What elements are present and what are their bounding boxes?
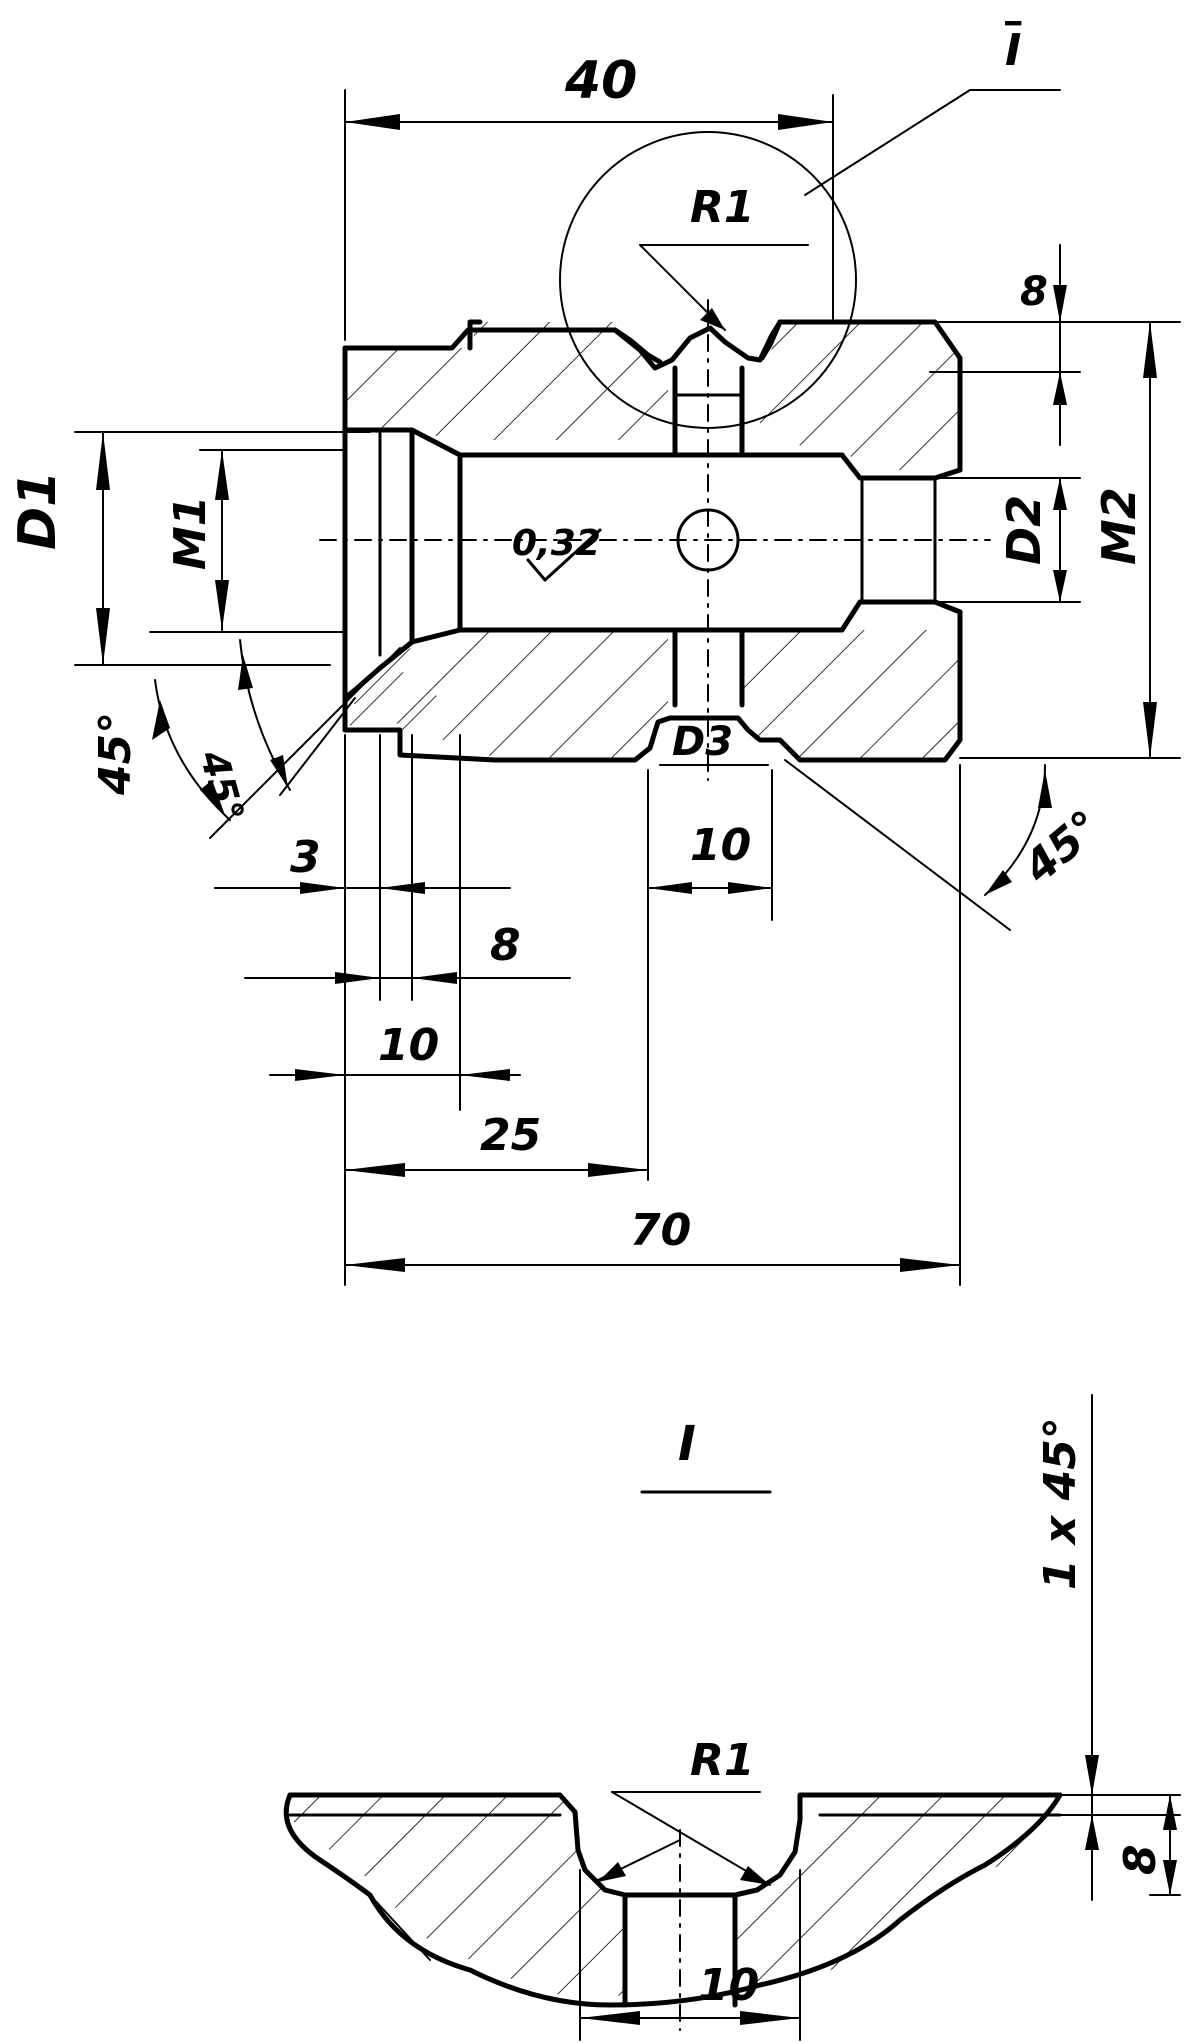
dim-label-70: 70	[630, 1205, 691, 1256]
main-view: I 40 R1 8 D1 M1 0,32 D2 M2 D3 45° 45° 45…	[8, 25, 1181, 1286]
detail-depth-label: 8	[1115, 1844, 1166, 1875]
section-marker: I	[1005, 25, 1021, 76]
dim-label-r1: R1	[690, 182, 755, 233]
dim-label-d3: D3	[672, 719, 733, 765]
detail-title: I	[678, 1416, 696, 1472]
detail-chamfer-label: 1 x 45°	[1035, 1417, 1086, 1590]
dim-label-m2: M2	[1092, 487, 1146, 565]
dim-label-m1: M1	[165, 496, 216, 570]
detail-view: I R1 1 x 45° 8	[283, 1394, 1181, 2041]
dim-label-3: 3	[290, 832, 321, 883]
chamfer-label-right: 45°	[1014, 801, 1111, 894]
dim-label-d1: D1	[8, 471, 68, 550]
roughness-label: 0,32	[512, 523, 601, 564]
dimension-lines	[74, 89, 1181, 1286]
dim-label-40: 40	[564, 51, 637, 111]
dim-label-8-groove: 8	[1020, 269, 1048, 315]
chamfer-label-left-inner: 45°	[191, 745, 252, 827]
dim-label-d2: D2	[997, 495, 1051, 565]
dim-label-25: 25	[480, 1110, 541, 1161]
chamfer-label-left-outer: 45°	[90, 712, 141, 796]
detail-width-label: 10	[698, 1960, 759, 2011]
body-outline	[319, 89, 1061, 781]
detail-radius-label: R1	[690, 1735, 755, 1786]
dim-label-10-hole: 10	[690, 820, 751, 871]
dim-label-10-left: 10	[378, 1020, 439, 1071]
dim-label-8: 8	[490, 920, 521, 971]
upper-section-hatch	[345, 322, 960, 470]
lower-section-hatch	[345, 630, 960, 760]
